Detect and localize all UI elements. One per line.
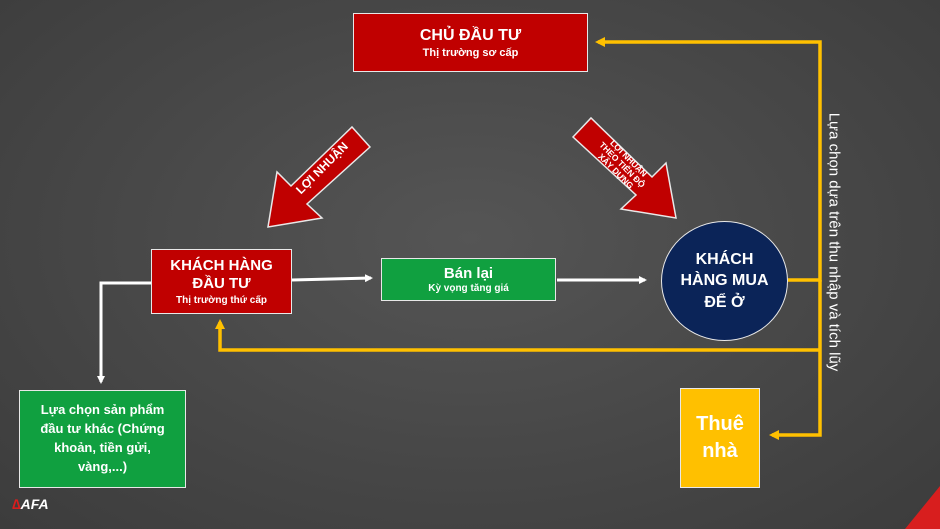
khach-hang-dau-tu-subtitle: Thị trường thứ cấp: [175, 295, 268, 306]
ban-lai-subtitle: Kỳ vọng tăng giá: [428, 283, 509, 294]
logo-mark: ∆: [12, 496, 21, 512]
loi-nhuan-arrow: [267, 125, 372, 228]
arrow-to-lua-chon-khac: [97, 281, 151, 384]
thue-nha-box: Thuê nhà: [680, 388, 760, 488]
connector-to-thue-nha: [769, 280, 822, 440]
lua-chon-khac-box: Lựa chọn sản phẩm đầu tư khác (Chứng kho…: [19, 390, 186, 488]
chu-dau-tu-box: CHỦ ĐẦU TƯ Thị trường sơ cấp: [353, 13, 588, 72]
chu-dau-tu-title: CHỦ ĐẦU TƯ: [419, 26, 522, 44]
connector-back-to-khach-hang-dau-tu: [215, 319, 820, 352]
side-note-label: Lựa chọn dựa trên thu nhập và tích lũy: [825, 112, 843, 372]
logo-text: AFA: [20, 496, 49, 512]
connector-to-chu-dau-tu: [595, 37, 822, 282]
arrow-to-ban-lai: [291, 274, 373, 283]
thue-nha-title: Thuê nhà: [696, 413, 744, 462]
afa-logo: ∆AFA: [12, 496, 49, 512]
lua-chon-khac-title: Lựa chọn sản phẩm đầu tư khác (Chứng kho…: [40, 402, 165, 474]
corner-accent: [905, 486, 940, 529]
ban-lai-title: Bán lại: [443, 265, 494, 282]
ban-lai-box: Bán lại Kỳ vọng tăng giá: [381, 258, 556, 301]
chu-dau-tu-subtitle: Thị trường sơ cấp: [422, 46, 519, 59]
khach-hang-mua-de-o-title: KHÁCH HÀNG MUA ĐỂ Ở: [680, 250, 769, 311]
khach-hang-dau-tu-box: KHÁCH HÀNG ĐẦU TƯ Thị trường thứ cấp: [151, 249, 292, 314]
khach-hang-dau-tu-title: KHÁCH HÀNG ĐẦU TƯ: [170, 257, 273, 292]
khach-hang-mua-de-o-circle: KHÁCH HÀNG MUA ĐỂ Ở: [661, 221, 788, 341]
loi-nhuan-theo-tien-do-arrow: [571, 116, 677, 219]
